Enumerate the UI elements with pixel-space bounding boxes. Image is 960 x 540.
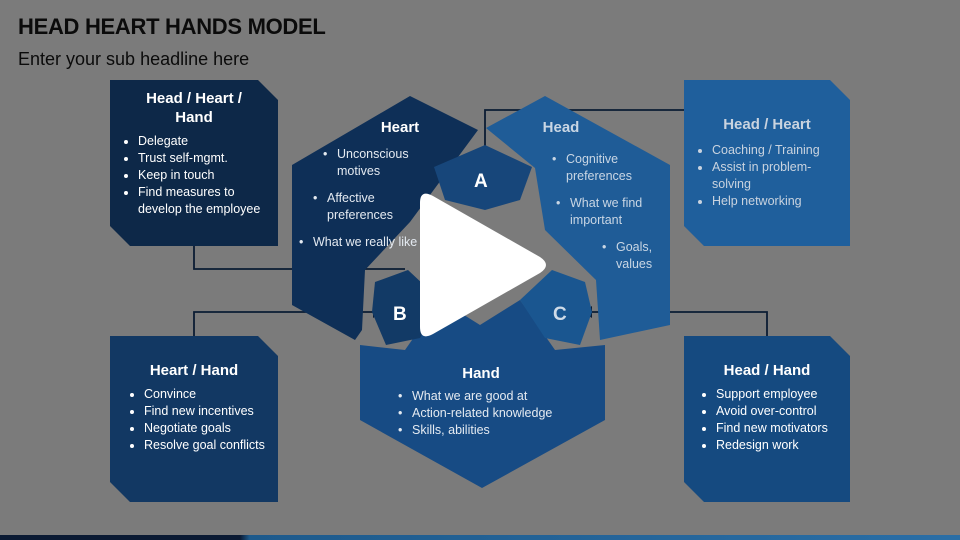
hand-hexagon-list: What we are good at Action-related knowl… — [398, 388, 578, 439]
box-bottom-right-list: Support employee Avoid over-control Find… — [686, 386, 848, 454]
list-item: Delegate — [138, 133, 276, 150]
box-bottom-left: Heart / Hand Convince Find new incentive… — [112, 361, 276, 454]
intersection-c — [520, 270, 592, 345]
list-item: Resolve goal conflicts — [144, 437, 276, 454]
intersection-a-label: A — [474, 171, 488, 192]
list-item: What we find important — [556, 195, 662, 229]
box-bottom-left-shape — [110, 336, 278, 502]
box-top-right-shape — [684, 80, 850, 246]
box-top-left-title: Head / Heart / Hand — [146, 90, 242, 126]
list-item: What we are good at — [398, 388, 578, 405]
list-item: Find new incentives — [144, 403, 276, 420]
box-bottom-right-shape — [684, 336, 850, 502]
list-item: Find measures to develop the employee — [138, 184, 276, 218]
box-bottom-left-title: Heart / Hand — [149, 362, 239, 379]
heart-hexagon-list: Unconscious motives Affective preference… — [299, 146, 421, 261]
bottom-accent-bar — [0, 535, 960, 540]
list-item: Cognitive preferences — [552, 151, 662, 185]
list-item: Skills, abilities — [398, 422, 578, 439]
list-item: Support employee — [716, 386, 848, 403]
box-top-right-title: Head / Heart — [723, 116, 811, 133]
list-item: Keep in touch — [138, 167, 276, 184]
list-item: Assist in problem-solving — [712, 159, 848, 193]
list-item: Avoid over-control — [716, 403, 848, 420]
list-item: Unconscious motives — [323, 146, 421, 180]
list-item: Negotiate goals — [144, 420, 276, 437]
list-item: What we really like — [299, 234, 421, 251]
box-bottom-right-title: Head / Hand — [723, 362, 811, 379]
intersection-b-label: B — [393, 304, 407, 325]
slide-subtitle: Enter your sub headline here — [18, 49, 250, 69]
box-top-right-list: Coaching / Training Assist in problem-so… — [686, 142, 848, 210]
list-item: Find new motivators — [716, 420, 848, 437]
intersection-a — [434, 145, 532, 210]
list-item: Goals, values — [602, 239, 676, 273]
list-item: Help networking — [712, 193, 848, 210]
head-hexagon-list: Cognitive preferences What we find impor… — [552, 151, 662, 283]
heart-hexagon-title: Heart — [380, 119, 420, 136]
list-item: Affective preferences — [313, 190, 421, 224]
connector-top-right — [484, 109, 684, 152]
list-item: Action-related knowledge — [398, 405, 578, 422]
list-item: Convince — [144, 386, 276, 403]
box-top-left-list: Delegate Trust self-mgmt. Keep in touch … — [112, 133, 276, 218]
box-top-left: Head / Heart / Hand Delegate Trust self-… — [112, 89, 276, 218]
head-hexagon-title: Head — [542, 119, 580, 136]
box-top-left-shape — [110, 80, 278, 246]
play-icon[interactable] — [380, 175, 560, 355]
box-bottom-left-list: Convince Find new incentives Negotiate g… — [112, 386, 276, 454]
slide-title: HEAD HEART HANDS MODEL — [18, 14, 326, 39]
list-item: Trust self-mgmt. — [138, 150, 276, 167]
box-top-right: Head / Heart Coaching / Training Assist … — [686, 115, 848, 210]
box-bottom-right: Head / Hand Support employee Avoid over-… — [686, 361, 848, 454]
list-item: Coaching / Training — [712, 142, 848, 159]
list-item: Redesign work — [716, 437, 848, 454]
intersection-c-label: C — [553, 304, 567, 325]
hand-hexagon-title: Hand — [462, 365, 500, 382]
